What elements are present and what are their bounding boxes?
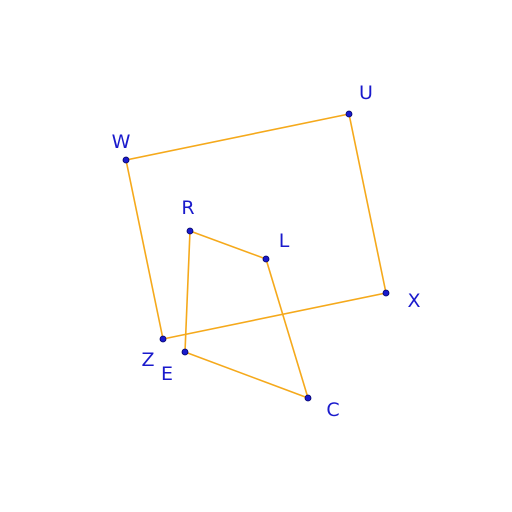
points-layer [122,110,390,402]
point-r [186,227,194,235]
segment-ux [348,113,387,294]
label-e: E [161,363,173,385]
segment-er [184,230,191,353]
point-x [382,289,390,297]
label-l: L [279,230,290,252]
point-c [304,394,312,402]
segment-ce [184,351,309,399]
point-l [262,255,270,263]
label-z: Z [141,349,154,371]
segment-wu [125,113,350,161]
segment-rl [189,230,267,260]
label-w: W [112,131,131,153]
point-z [159,335,167,343]
label-x: X [407,290,420,312]
segment-lc [265,258,309,399]
point-u [345,110,353,118]
point-w [122,156,130,164]
label-c: C [326,399,339,421]
segment-zw [125,159,164,340]
segment-xz [162,292,387,340]
edges-layer [125,113,387,399]
labels-layer: W U X Z R L C E [112,82,421,421]
label-r: R [181,197,194,219]
label-u: U [359,82,373,104]
point-e [181,348,189,356]
